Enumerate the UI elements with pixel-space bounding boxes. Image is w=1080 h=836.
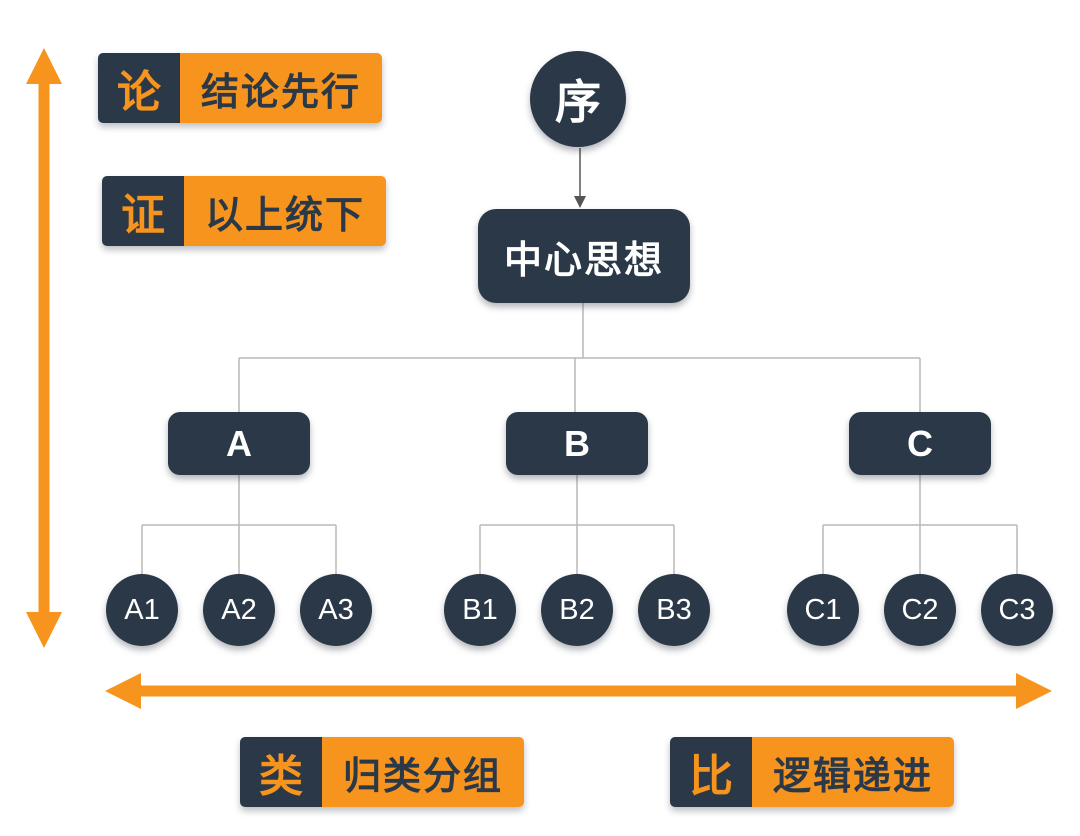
group-node-c: C [849,412,991,475]
legend-label: 结论先行 [180,53,382,123]
leaf-node-a3: A3 [300,574,372,646]
leaf-node-c3: C3 [981,574,1053,646]
leaf-node-a2: A2 [203,574,275,646]
legend-chip-bi: 比 逻辑递进 [670,737,954,807]
horizontal-double-arrow-icon [105,673,1052,709]
legend-chip-lei: 类 归类分组 [240,737,524,807]
legend-key: 类 [240,737,322,807]
group-node-b: B [506,412,648,475]
leaf-node-c1: C1 [787,574,859,646]
legend-label: 归类分组 [322,737,524,807]
central-idea-node: 中心思想 [478,209,690,303]
leaf-node-c2: C2 [884,574,956,646]
down-arrow-icon [574,148,586,208]
leaf-node-b3: B3 [638,574,710,646]
root-node: 序 [530,51,626,147]
leaf-node-b2: B2 [541,574,613,646]
legend-label: 以上统下 [184,176,386,246]
legend-chip-zheng: 证 以上统下 [102,176,386,246]
legend-key: 比 [670,737,752,807]
legend-key: 证 [102,176,184,246]
legend-label: 逻辑递进 [752,737,954,807]
tree-connector-lines [141,303,1018,574]
legend-chip-lun: 论 结论先行 [98,53,382,123]
group-node-a: A [168,412,310,475]
leaf-node-b1: B1 [444,574,516,646]
leaf-node-a1: A1 [106,574,178,646]
vertical-double-arrow-icon [26,48,62,648]
legend-key: 论 [98,53,180,123]
